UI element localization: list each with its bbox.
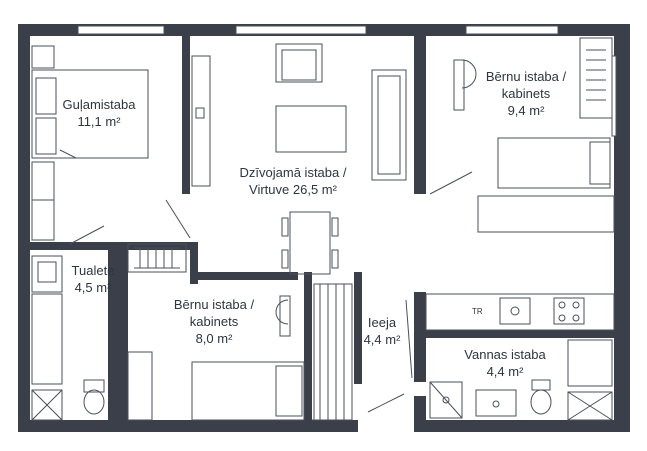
toilet-furniture (31, 225, 105, 421)
room-label-kids1: Bērnu istaba / kabinets 9,4 m² (474, 68, 578, 119)
room-label-toilet: Tualete 4,5 m² (62, 262, 124, 296)
room-area: 11,1 m² (77, 114, 121, 129)
room-name: Vannas istaba (464, 347, 546, 362)
room-label-living: Dzīvojamā istaba / Virtuve 26,5 m² (226, 164, 360, 198)
room-area: Virtuve 26,5 m² (249, 182, 337, 197)
room-name-2: kabinets (189, 314, 239, 329)
room-label-bath: Vannas istaba 4,4 m² (450, 346, 560, 380)
room-area: 4,4 m² (363, 332, 401, 347)
room-label-bedroom: Guļamistaba 11,1 m² (58, 96, 140, 130)
room-name: Bērnu istaba / (173, 297, 255, 312)
bath-furniture (429, 339, 613, 421)
room-area: 4,4 m² (486, 364, 524, 379)
living-furniture (127, 43, 407, 275)
room-area: 8,0 m² (195, 331, 233, 346)
kitchen-counter (425, 293, 615, 331)
room-name: Bērnu istaba / (485, 69, 567, 84)
room-name: Dzīvojamā istaba / (239, 165, 347, 180)
room-label-kids2: Bērnu istaba / kabinets 8,0 m² (162, 296, 266, 347)
room-name: Tualete (71, 263, 115, 278)
hall-furniture (313, 283, 413, 421)
room-name: Guļamistaba (62, 97, 136, 112)
room-label-hall: Ieeja 4,4 m² (354, 314, 410, 348)
room-area: 9,4 m² (507, 103, 545, 118)
room-name-2: kabinets (501, 86, 551, 101)
tr-mark: TR (472, 307, 483, 316)
room-area: 4,5 m² (74, 280, 112, 295)
kids1-furniture (429, 37, 615, 233)
interior-walls (18, 36, 614, 432)
bedroom-furniture (31, 45, 191, 241)
room-name: Ieeja (367, 315, 397, 330)
